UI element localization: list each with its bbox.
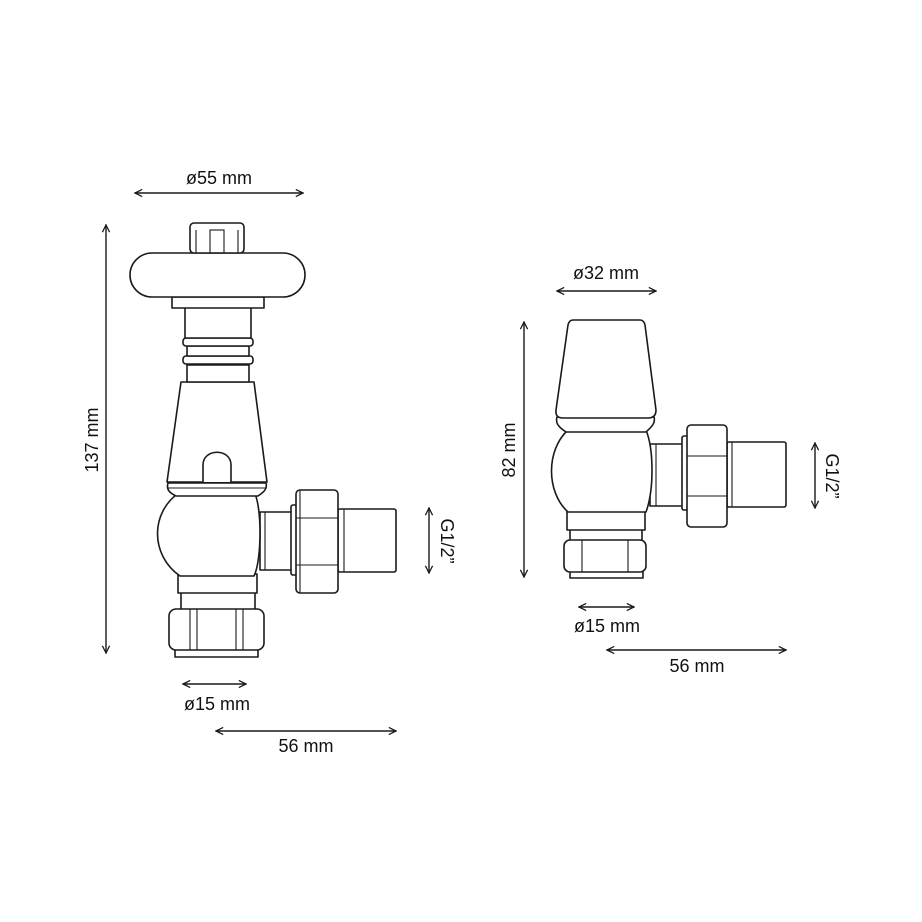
valve-body <box>156 381 268 658</box>
left-thread-label: G1/2” <box>437 518 457 563</box>
right-pipe-diameter-label: ø15 mm <box>574 616 640 636</box>
left-pipe-diameter-label: ø15 mm <box>184 694 250 714</box>
left-handle-diameter-label: ø55 mm <box>186 168 252 188</box>
side-outlet <box>259 489 397 594</box>
right-head-diameter-label: ø32 mm <box>573 263 639 283</box>
right-height-label: 82 mm <box>499 422 519 477</box>
side-outlet <box>649 424 787 528</box>
valve-body <box>550 319 657 579</box>
right-thread-label: G1/2” <box>822 453 842 498</box>
traditional-thermostatic-valve-drawing <box>129 222 397 658</box>
modern-manual-valve-drawing <box>550 319 787 579</box>
left-height-label: 137 mm <box>82 407 102 472</box>
right-depth-label: 56 mm <box>669 656 724 676</box>
thermostatic-head <box>129 222 306 383</box>
left-depth-label: 56 mm <box>278 736 333 756</box>
